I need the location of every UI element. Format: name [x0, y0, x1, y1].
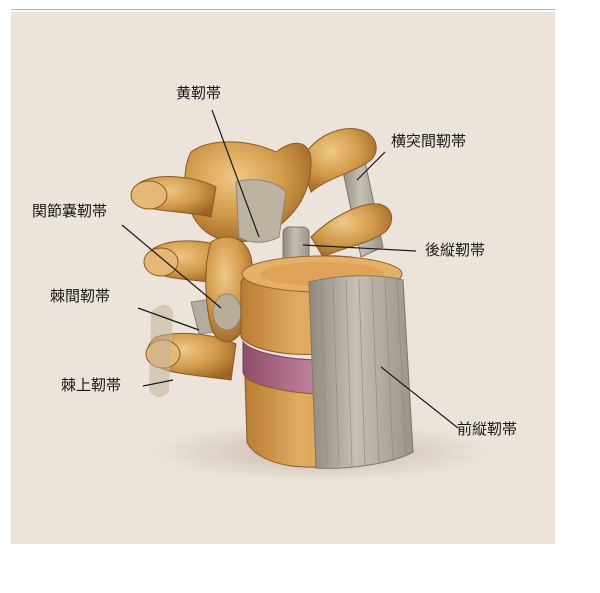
leader-yellow-ligament [211, 109, 260, 238]
yellow-ligament-shape [235, 179, 287, 243]
label-intertransverse-ligament: 横突間靭帯 [391, 132, 467, 150]
leader-intertransverse-ligament [356, 151, 386, 181]
spine-ligaments-diagram [121, 109, 491, 482]
leader-anterior-longitudinal-ligament [380, 366, 459, 429]
ligament-fibers [320, 277, 407, 468]
label-capsular-ligament: 関節嚢靭帯 [32, 202, 108, 220]
label-anterior-longitudinal-ligament: 前縦靭帯 [457, 420, 518, 438]
label-interspinous-ligament: 棘間靭帯 [50, 287, 111, 305]
leader-supraspinous-ligament [142, 379, 174, 387]
supraspinous-ligament-shape [149, 304, 173, 398]
leader-capsular-ligament [121, 224, 222, 309]
label-posterior-longitudinal-ligament: 後縦靭帯 [425, 241, 486, 259]
upper-process-tip [130, 180, 168, 210]
anatomy-illustration: 黄靭帯 横突間靭帯 関節嚢靭帯 後縦靭帯 棘間靭帯 棘上靭帯 前縦靭帯 [11, 12, 555, 544]
lower-transverse-process-right [310, 203, 393, 258]
label-supraspinous-ligament: 棘上靭帯 [61, 376, 122, 394]
leader-posterior-longitudinal-ligament [302, 244, 417, 252]
leader-interspinous-ligament [137, 307, 200, 331]
capsular-ligament-shape [212, 293, 242, 331]
upper-transverse-process-right [300, 128, 377, 193]
top-border-line [11, 9, 555, 10]
anterior-longitudinal-ligament-shape [308, 275, 414, 469]
spinous-process-upper-tip [143, 247, 179, 277]
label-yellow-ligament: 黄靭帯 [176, 84, 222, 102]
leader-lines [121, 109, 459, 429]
